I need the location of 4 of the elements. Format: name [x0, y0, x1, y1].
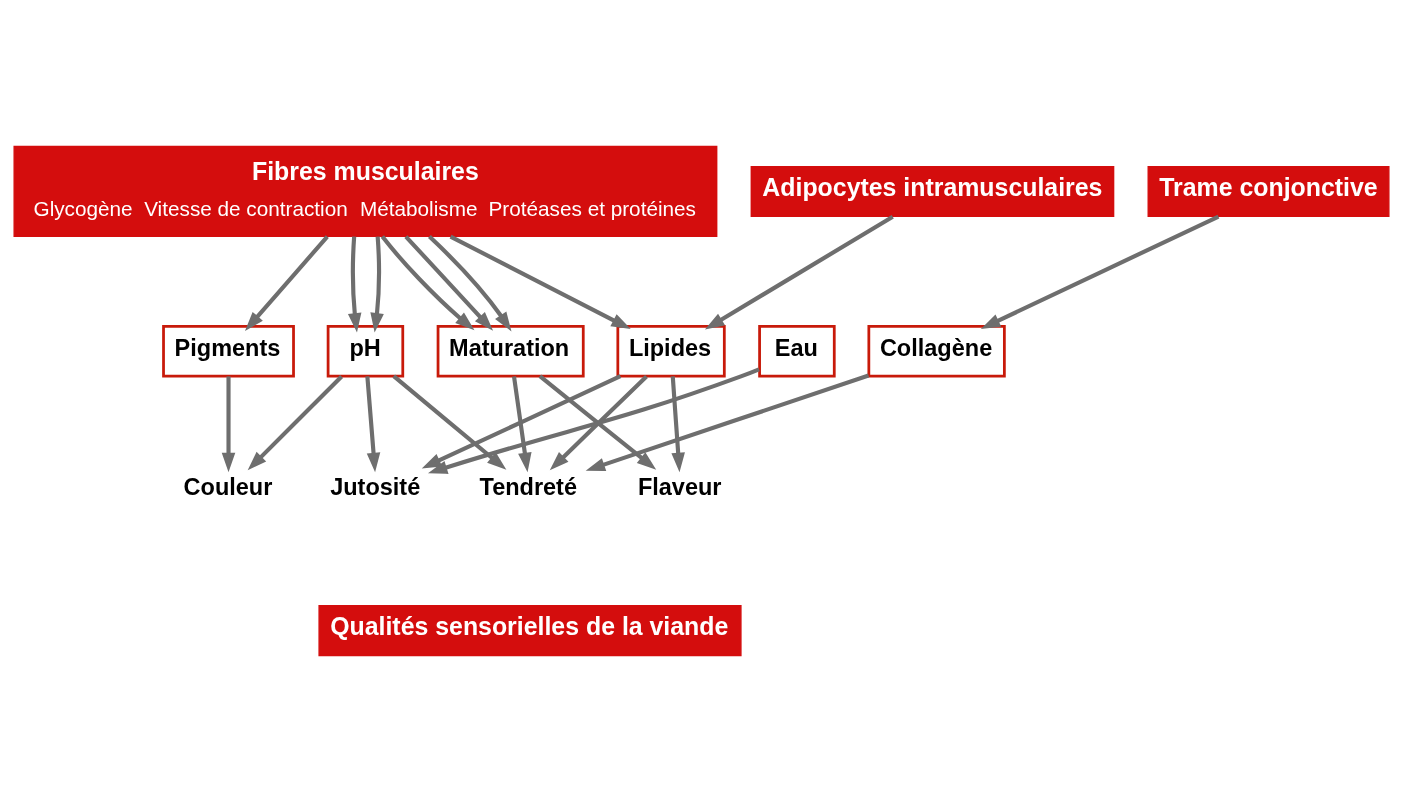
- node-text: Flaveur: [637, 474, 722, 501]
- node-text: Tendreté: [479, 474, 578, 501]
- node-text: Couleur: [183, 474, 273, 501]
- node-text: Jutosité: [330, 474, 421, 501]
